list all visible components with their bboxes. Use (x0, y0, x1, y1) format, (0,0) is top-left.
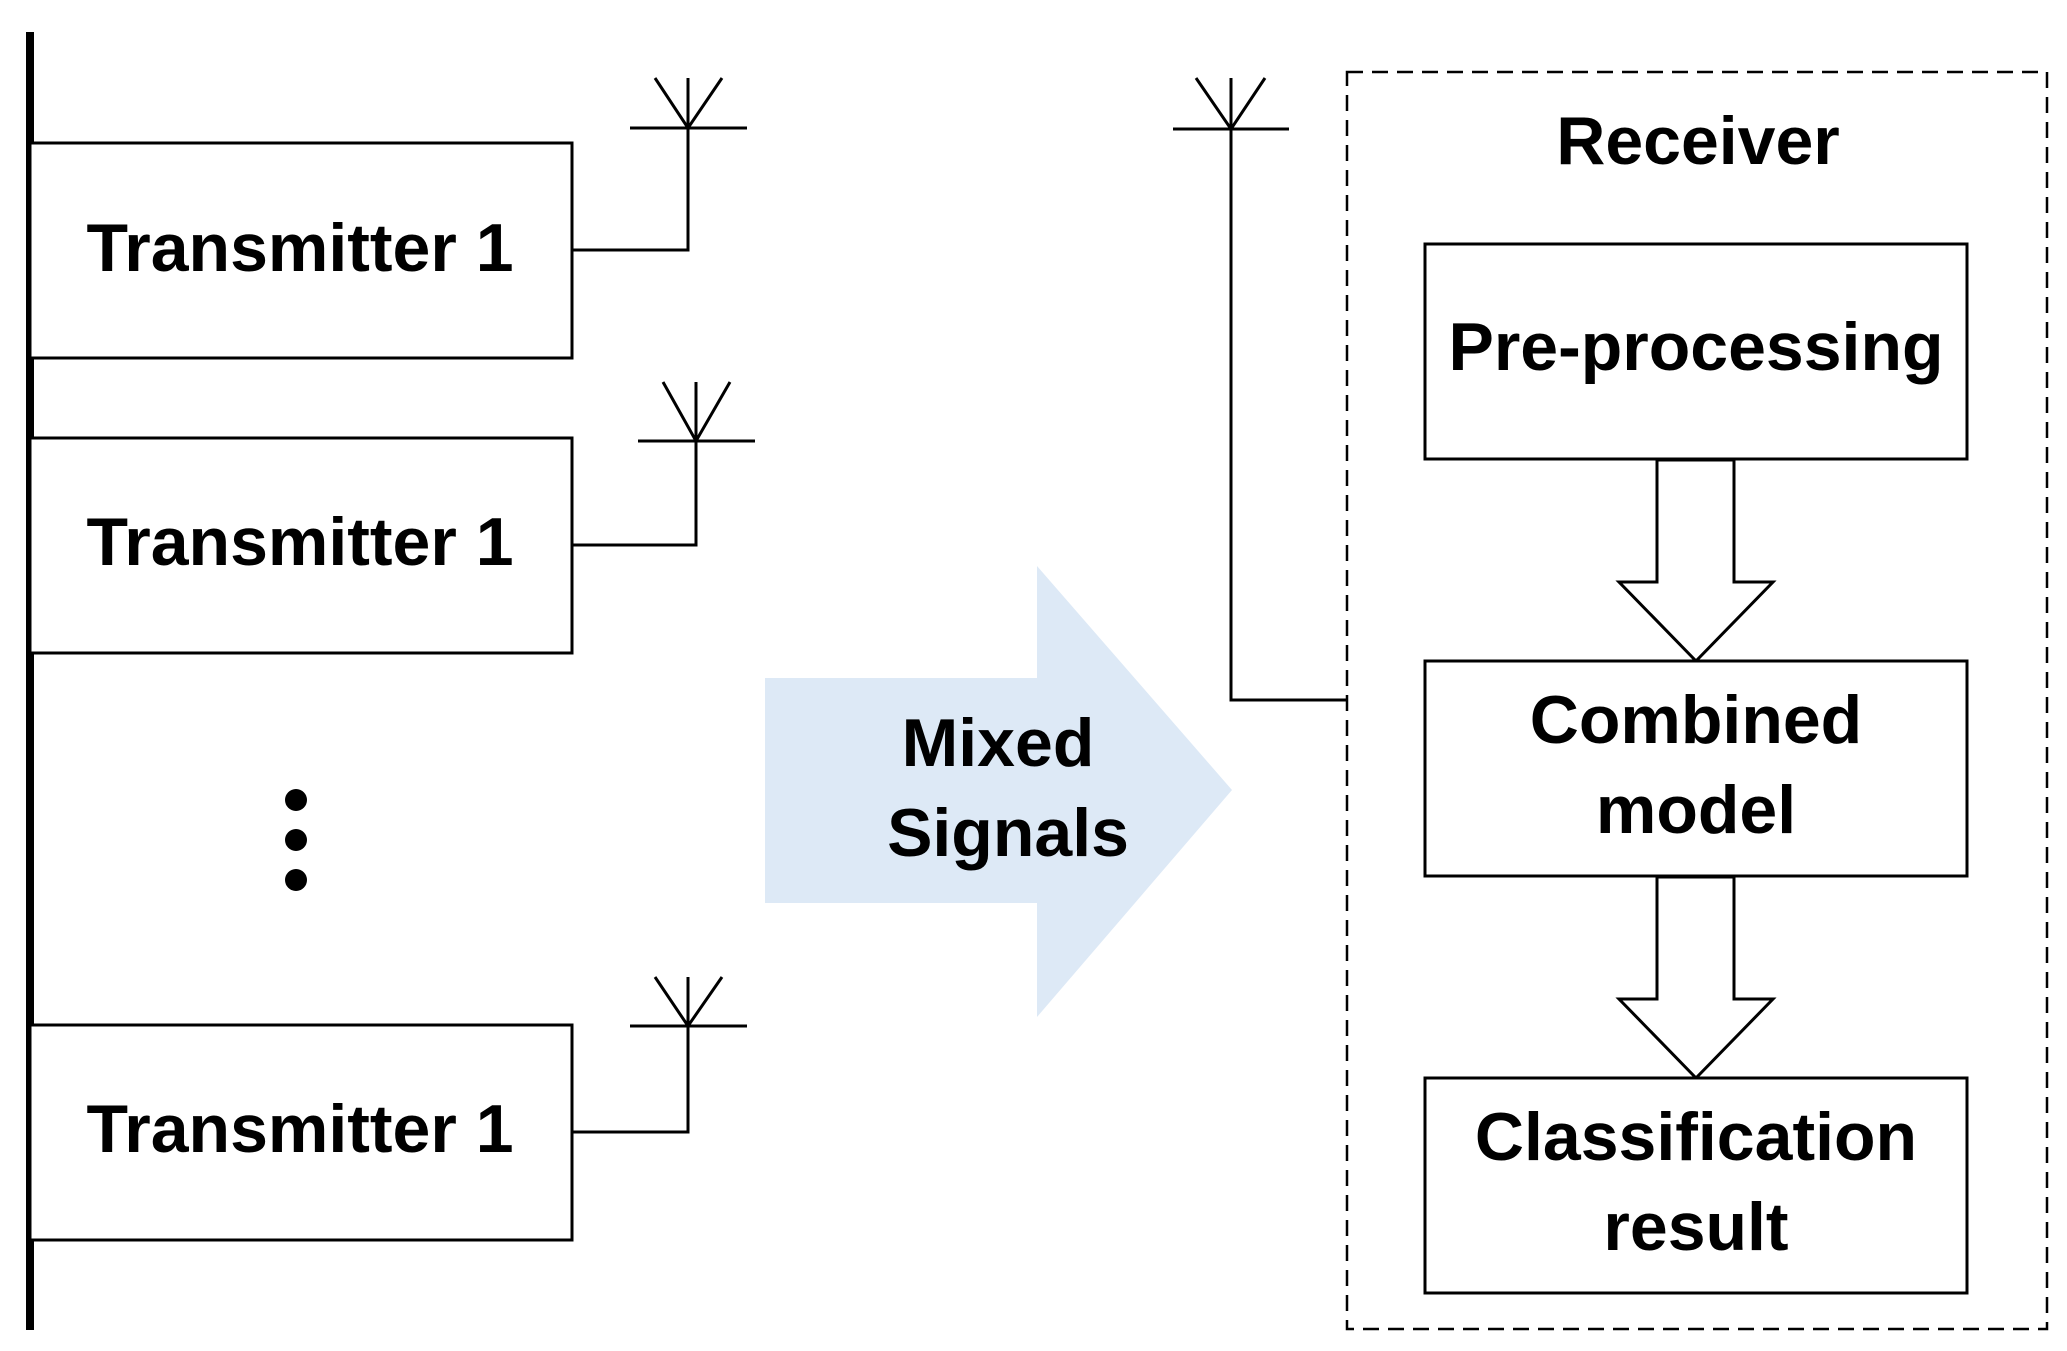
combined-model-line2: model (1596, 772, 1796, 848)
antenna-feed-line (572, 128, 690, 252)
transmitter-label: Transmitter 1 (86, 1091, 513, 1167)
antenna-feed-line (572, 441, 698, 547)
transmitter-box (28, 1023, 574, 1242)
combined-model-line1: Combined (1530, 682, 1862, 758)
classification-result-line1: Classification (1475, 1099, 1917, 1175)
preprocessing-label: Pre-processing (1448, 309, 1943, 385)
classification-result-line2: result (1603, 1189, 1788, 1265)
receiver-title: Receiver (1556, 103, 1840, 179)
transmitter-label: Transmitter 1 (86, 504, 513, 580)
antenna-feed-line (1229, 129, 1347, 702)
antenna-feed-line (572, 1026, 690, 1134)
transmitter-label: Transmitter 1 (86, 210, 513, 286)
transmitter-block-2: Transmitter 1 (28, 381, 755, 655)
preprocessing-box (1423, 242, 1969, 461)
transmitter-box (28, 436, 574, 655)
ellipsis-icon (285, 789, 307, 891)
combined-model-box (1423, 659, 1969, 878)
arrow-label-line1: Mixed (902, 705, 1095, 781)
down-arrow-2 (1615, 875, 1777, 1081)
arrow-label-line2: Signals (887, 795, 1129, 871)
arrow-shape (765, 566, 1232, 1017)
transmitter-block-1: Transmitter 1 (28, 77, 747, 360)
transmitter-box (28, 141, 574, 360)
receiver-antenna (1173, 77, 1347, 702)
transmitter-block-3: Transmitter 1 (28, 976, 747, 1242)
receiver-container (1345, 70, 2049, 1331)
mixed-signals-arrow: Mixed Signals (765, 566, 1232, 1017)
down-arrow-1 (1615, 458, 1777, 664)
classification-result-box (1423, 1076, 1969, 1295)
